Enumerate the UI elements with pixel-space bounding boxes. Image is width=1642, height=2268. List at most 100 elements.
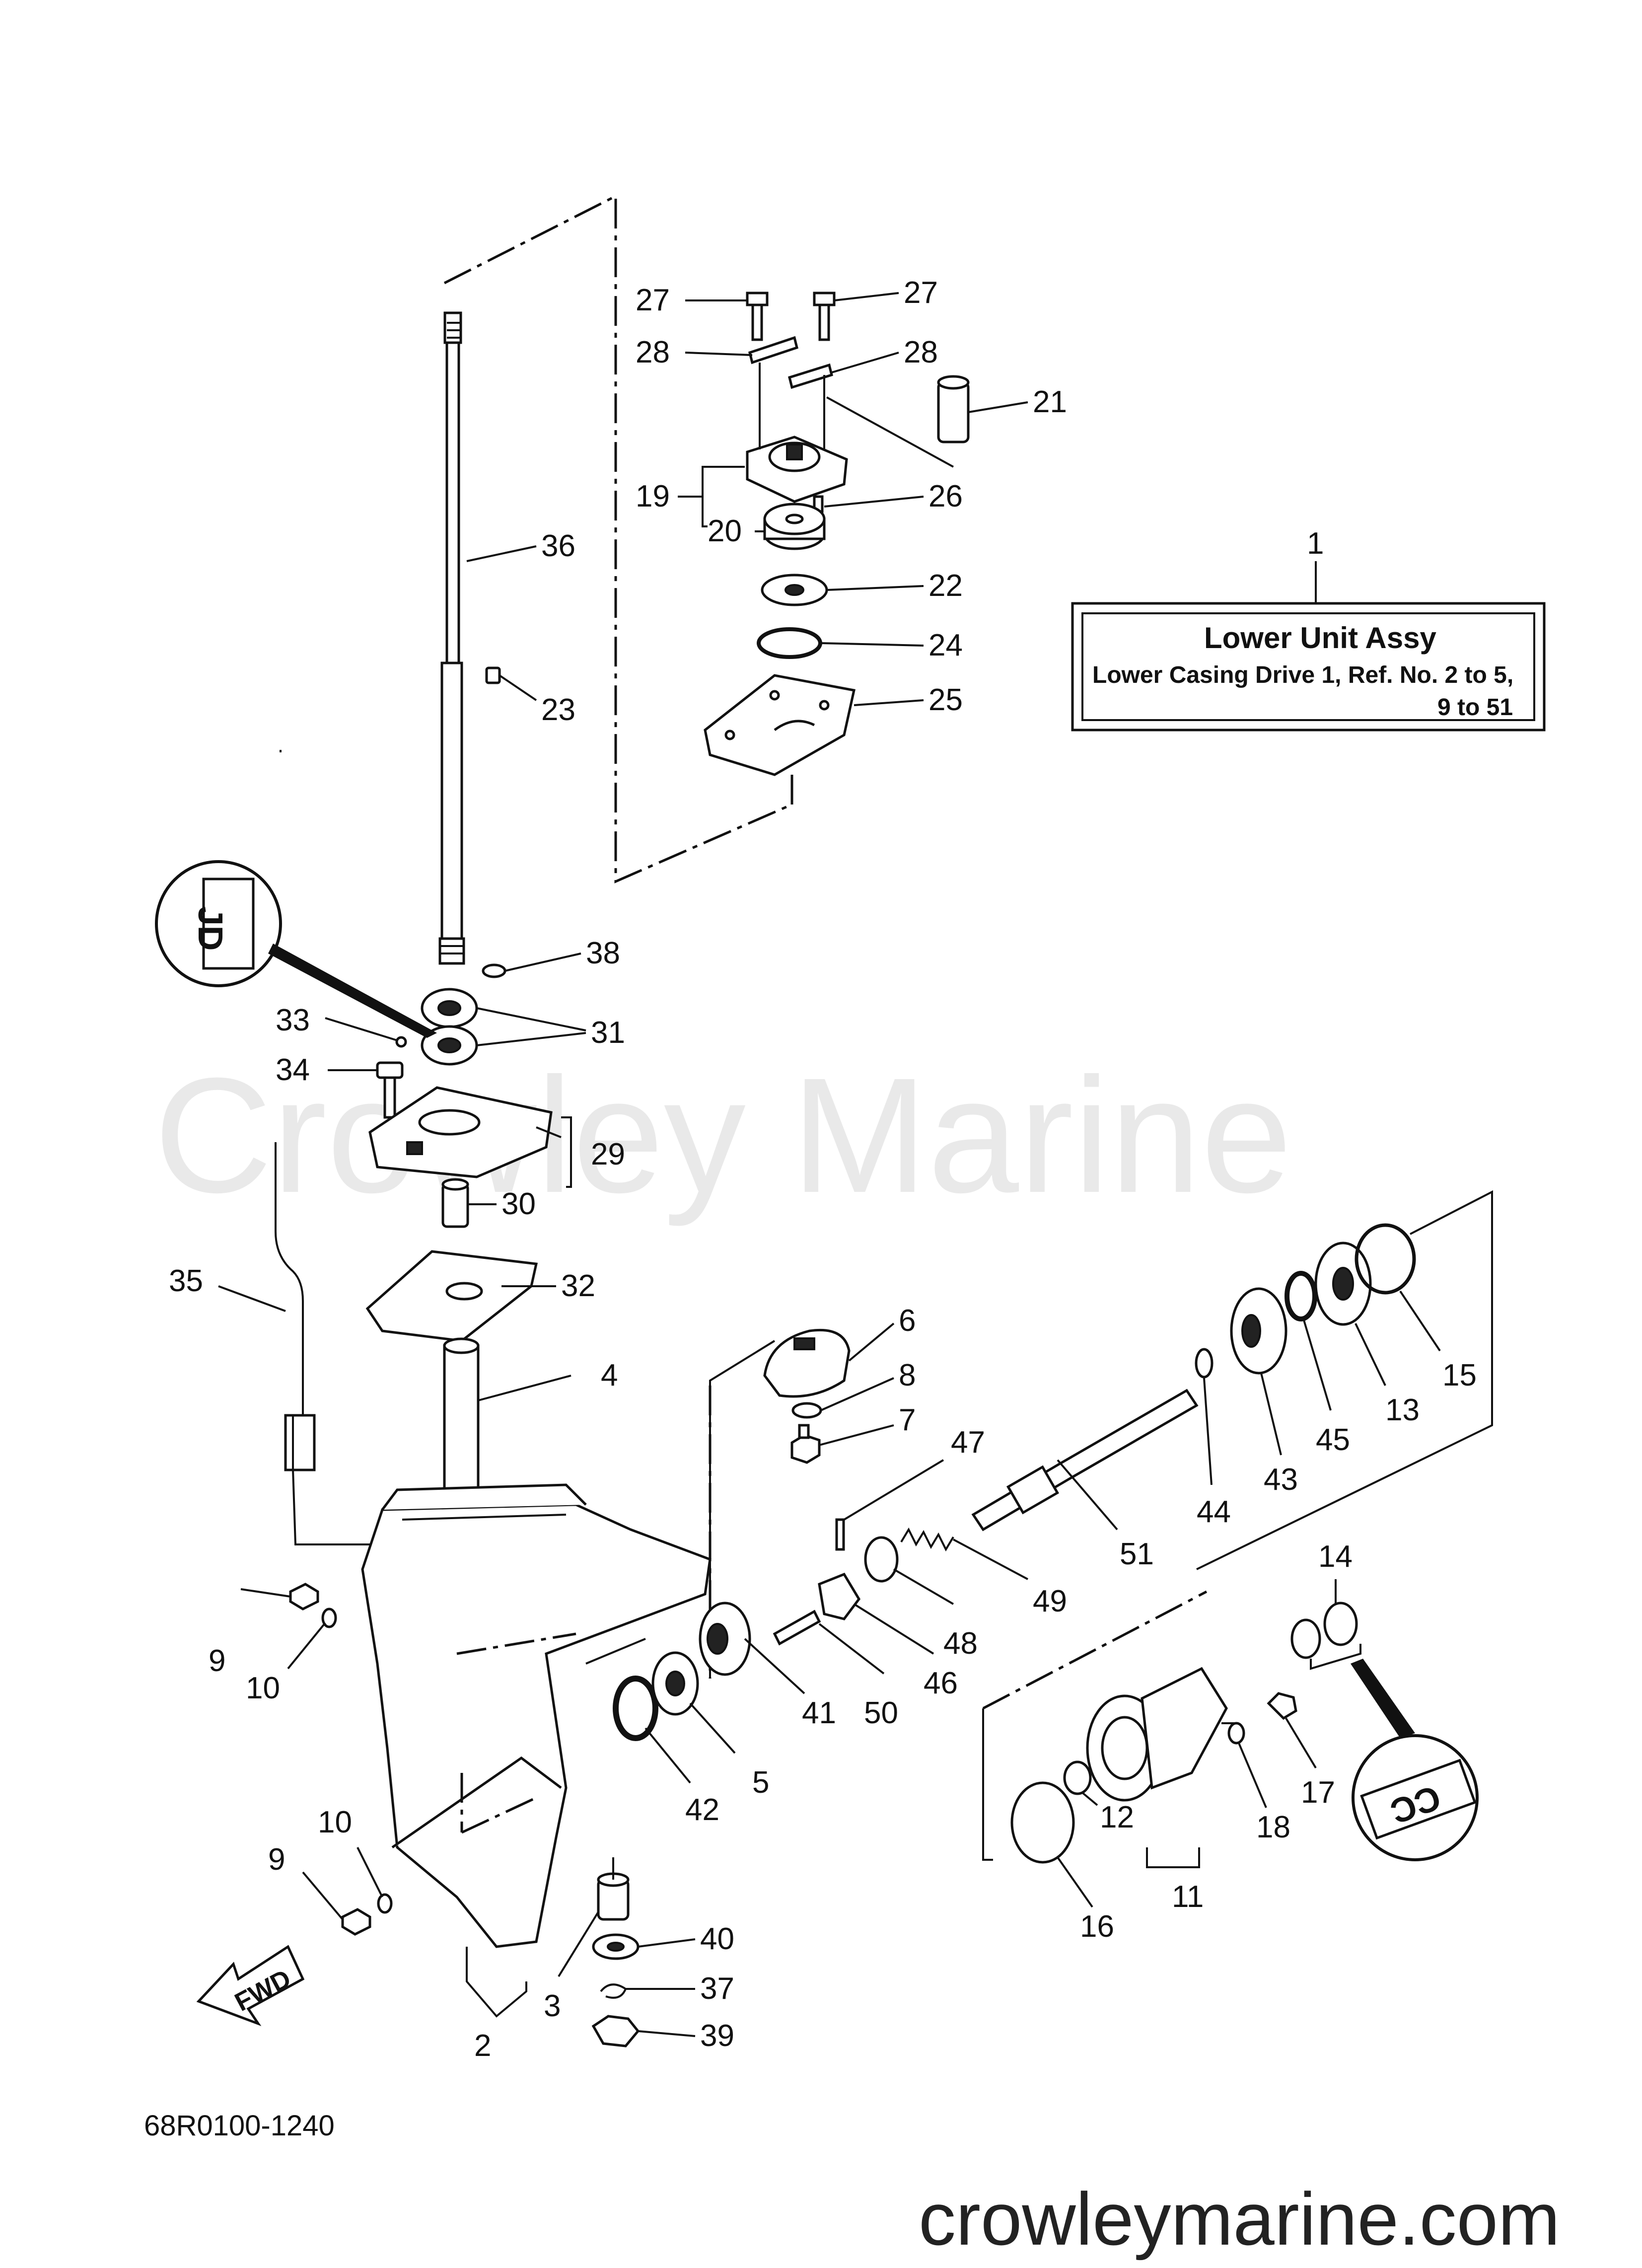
callout-19: 19 — [636, 479, 670, 513]
callout-13: 13 — [1385, 1393, 1420, 1427]
callout-7: 7 — [899, 1403, 916, 1437]
callout-14: 14 — [1318, 1539, 1353, 1574]
sleeve-30 — [441, 1178, 469, 1228]
callout-26: 26 — [928, 479, 963, 513]
impeller-22 — [761, 574, 828, 606]
o-ring-16 — [1010, 1781, 1075, 1864]
callout-12: 12 — [1100, 1800, 1134, 1834]
spring-48 — [864, 1536, 899, 1583]
callout-32: 32 — [561, 1269, 595, 1303]
screw-7 — [790, 1424, 821, 1464]
callout-27a: 27 — [636, 283, 670, 317]
callout-45: 45 — [1316, 1423, 1350, 1457]
info-box-line-2: 9 to 51 — [1437, 694, 1513, 721]
callout-29: 29 — [591, 1137, 625, 1171]
bearing-42 — [613, 1676, 658, 1741]
o-ring-15 — [1355, 1223, 1416, 1295]
callout-50: 50 — [864, 1696, 898, 1730]
callout-31: 31 — [591, 1016, 625, 1050]
callout-51: 51 — [1120, 1537, 1154, 1571]
anode-6 — [763, 1328, 851, 1398]
lower-casing-2 — [361, 1483, 712, 1948]
callout-46: 46 — [924, 1666, 958, 1700]
callout-28b: 28 — [904, 335, 938, 369]
callout-44: 44 — [1197, 1495, 1231, 1529]
callout-20: 20 — [708, 514, 742, 548]
washer-44 — [1195, 1348, 1214, 1379]
jd-grease-badge: JD — [155, 860, 437, 1038]
water-pump-housing — [746, 436, 848, 503]
callout-10a: 10 — [246, 1671, 280, 1705]
leader-lines — [218, 292, 1441, 2037]
jd-badge-label: JD — [191, 906, 230, 951]
pin-50 — [773, 1610, 821, 1646]
propeller-shaft-housing-11 — [1086, 1667, 1228, 1802]
callout-23: 23 — [541, 693, 575, 727]
callout-24: 24 — [928, 628, 963, 662]
key-23 — [485, 666, 501, 684]
callout-22: 22 — [928, 569, 963, 603]
bolt-27-left — [746, 292, 769, 341]
gear-41 — [699, 1602, 751, 1676]
callout-4: 4 — [601, 1358, 618, 1392]
insert-cartridge-20 — [763, 503, 826, 550]
bushings-14 — [1290, 1602, 1358, 1659]
screw-9-upper — [289, 1583, 319, 1610]
callout-9a: 9 — [209, 1644, 225, 1678]
washer-18 — [1227, 1722, 1245, 1745]
info-box-line-1: Lower Casing Drive 1, Ref. No. 2 to 5, — [1092, 662, 1513, 688]
bearing-13 — [1314, 1242, 1372, 1326]
callout-41: 41 — [802, 1696, 836, 1730]
plate-28 — [748, 336, 833, 389]
washer-8 — [791, 1402, 822, 1419]
o-ring-24 — [757, 627, 822, 659]
bolt-27-right — [813, 292, 836, 341]
callout-5: 5 — [752, 1765, 769, 1800]
watermark: Crowley Marine — [154, 1043, 1292, 1228]
callout-18: 18 — [1256, 1810, 1290, 1844]
callout-37: 37 — [700, 1972, 734, 2006]
circlip-37 — [600, 1983, 627, 1999]
callout-15: 15 — [1442, 1358, 1477, 1392]
bearing-31-upper — [421, 988, 478, 1028]
callout-21: 21 — [1033, 385, 1067, 419]
callout-38: 38 — [586, 936, 620, 970]
callout-1: 1 — [1307, 526, 1324, 561]
callout-33: 33 — [276, 1003, 310, 1037]
website-url: crowleymarine.com — [919, 2177, 1560, 2261]
washer-40 — [592, 1933, 640, 1960]
pin-47 — [835, 1518, 845, 1551]
callout-10b: 10 — [318, 1805, 352, 1839]
callout-2: 2 — [474, 2029, 491, 2063]
callout-17: 17 — [1301, 1775, 1335, 1810]
washer-10-lower — [377, 1893, 393, 1914]
callout-47: 47 — [951, 1425, 985, 1460]
clutch-46 — [818, 1572, 861, 1620]
callout-39: 39 — [700, 2019, 734, 2053]
callout-42: 42 — [685, 1793, 719, 1827]
fwd-arrow: FWD — [196, 1945, 305, 2027]
washer-10-upper — [321, 1608, 337, 1628]
callout-48: 48 — [943, 1626, 978, 1661]
callout-36: 36 — [541, 529, 575, 563]
outer-plate-25 — [704, 674, 856, 776]
diagram-code: 68R0100-1240 — [144, 2110, 335, 2142]
shift-rod-35 — [275, 1142, 316, 1471]
info-box: Lower Unit Assy Lower Casing Drive 1, Re… — [1071, 561, 1546, 732]
seal-12 — [1063, 1760, 1092, 1795]
screw-9-lower — [341, 1908, 371, 1936]
oil-seal-33 — [395, 1036, 407, 1048]
water-tube-4 — [443, 1337, 480, 1501]
bolt-17 — [1267, 1692, 1297, 1720]
propeller-shaft-51 — [971, 1389, 1199, 1532]
gasket-32 — [365, 1250, 538, 1342]
grommet-21 — [937, 375, 970, 443]
callout-8: 8 — [899, 1358, 916, 1392]
collar-38 — [482, 963, 506, 978]
info-box-title: Lower Unit Assy — [1204, 621, 1437, 655]
callout-9b: 9 — [268, 1842, 285, 1877]
callout-34: 34 — [276, 1053, 310, 1087]
callout-6: 6 — [899, 1304, 916, 1338]
callout-3: 3 — [544, 1989, 561, 2023]
